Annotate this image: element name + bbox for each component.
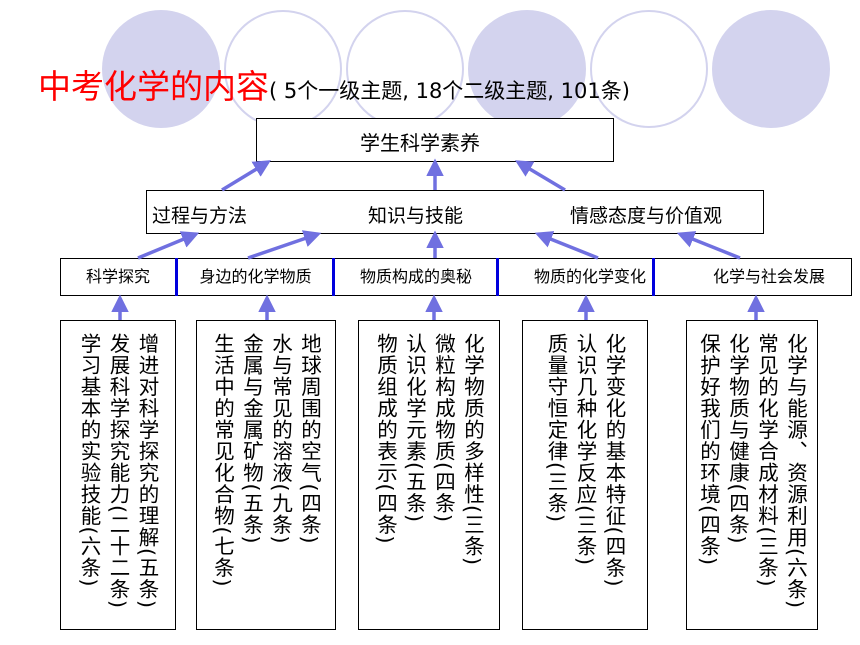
theme-divider — [496, 258, 499, 296]
detail-line: 保护好我们的环境(四条) — [696, 333, 721, 566]
theme-chemical-substances: 身边的化学物质 — [199, 267, 312, 286]
theme-chemistry-society: 化学与社会发展 — [712, 267, 825, 286]
detail-line: 金属与金属矿物(五条) — [239, 333, 264, 545]
detail-box-inquiry: 增进对科学探究的理解(五条) 发展科学探究能力(二十二条) 学习基本的实验技能(… — [60, 320, 176, 630]
detail-line: 化学与能源、资源利用(六条) — [783, 333, 808, 609]
theme-divider — [652, 258, 655, 296]
detail-line: 化学物质与健康(四条) — [725, 333, 750, 545]
detail-line: 化学变化的基本特征(四条) — [602, 333, 626, 588]
detail-box-society: 化学与能源、资源利用(六条) 常见的化学合成材料(三条) 化学物质与健康(四条)… — [686, 320, 818, 630]
arrow-up-icon — [534, 231, 599, 260]
arrow-up-icon — [676, 231, 741, 260]
detail-box-change: 化学变化的基本特征(四条) 认识几种化学反应(三条) 质量守恒定律(三条) — [522, 320, 648, 630]
goals-box — [146, 190, 764, 234]
detail-line: 化学物质的多样性(三条) — [460, 333, 485, 566]
page-title-subtitle: ( 5个一级主题, 18个二级主题, 101条) — [269, 79, 630, 103]
detail-box-substances: 地球周围的空气(四条) 水与常见的溶液(九条) 金属与金属矿物(五条) 生活中的… — [196, 320, 336, 630]
decor-circle-6 — [712, 10, 830, 128]
page-title: 中考化学的内容( 5个一级主题, 18个二级主题, 101条) — [38, 60, 630, 108]
themes-box — [60, 258, 852, 296]
theme-divider — [332, 258, 335, 296]
detail-line: 生活中的常见化合物(七条) — [210, 333, 235, 588]
goal-knowledge-skills: 知识与技能 — [368, 205, 464, 227]
decor-circle-4 — [468, 10, 586, 128]
detail-line: 常见的化学合成材料(三条) — [754, 333, 779, 588]
detail-line: 学习基本的实验技能(六条) — [77, 333, 101, 588]
goal-attitudes-values: 情感态度与价值观 — [570, 205, 723, 227]
arrow-up-icon — [514, 160, 566, 192]
detail-line: 水与常见的溶液(九条) — [268, 333, 293, 545]
theme-scientific-inquiry: 科学探究 — [85, 267, 150, 286]
theme-matter-structure: 物质构成的奥秘 — [359, 267, 472, 286]
detail-line: 认识化学元素(五条) — [402, 333, 427, 523]
arrow-up-icon — [137, 231, 200, 260]
detail-line: 地球周围的空气(四条) — [297, 333, 322, 545]
detail-box-structure: 化学物质的多样性(三条) 微粒构成物质(四条) 认识化学元素(五条) 物质组成的… — [358, 320, 500, 630]
arrow-up-icon — [221, 160, 271, 192]
decor-circle-1 — [102, 10, 220, 128]
top-box-label: 学生科学素养 — [360, 131, 480, 155]
detail-line: 质量守恒定律(三条) — [544, 333, 568, 523]
detail-line: 物质组成的表示(四条) — [373, 333, 398, 545]
detail-line: 认识几种化学反应(三条) — [573, 333, 597, 566]
detail-line: 发展科学探究能力(二十二条) — [106, 333, 130, 609]
theme-divider — [175, 258, 178, 296]
decor-circle-5 — [590, 10, 708, 128]
goal-process-methods: 过程与方法 — [152, 205, 248, 227]
detail-line: 微粒构成物质(四条) — [431, 333, 456, 523]
detail-line: 增进对科学探究的理解(五条) — [135, 333, 159, 609]
page-title-main: 中考化学的内容 — [38, 67, 269, 106]
arrow-up-icon — [247, 230, 322, 260]
theme-chemical-change: 物质的化学变化 — [533, 267, 646, 286]
